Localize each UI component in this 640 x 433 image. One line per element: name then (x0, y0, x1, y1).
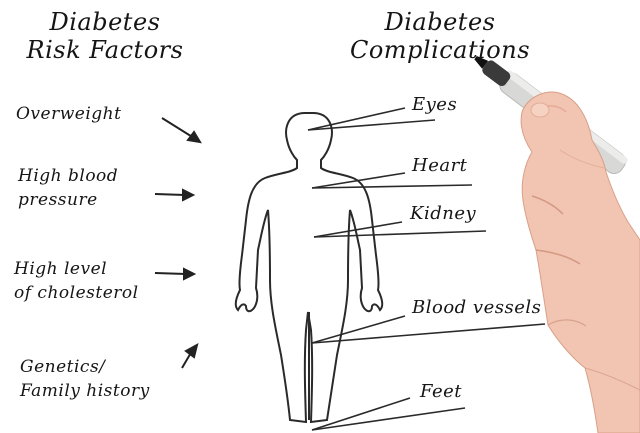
pointer-eyes (307, 107, 436, 131)
risk-factor-cholesterol: High level of cholesterol (14, 257, 139, 305)
pointer-feet (311, 397, 466, 431)
risk-factor-label: Genetics/ (20, 357, 106, 377)
risk-factor-label: pressure (18, 190, 98, 210)
pointer-heart (311, 172, 473, 189)
arrow-high-blood-pressure-icon (154, 188, 196, 202)
complication-kidney: Kidney (410, 203, 477, 224)
risk-factor-label: Overweight (16, 104, 122, 124)
complications-heading-line1: Diabetes (384, 8, 496, 36)
risk-factors-heading: Diabetes Risk Factors (10, 8, 200, 64)
arrow-cholesterol-icon (154, 267, 197, 281)
pointer-blood-vessels (311, 315, 546, 344)
risk-factor-overweight: Overweight (16, 102, 121, 126)
risk-factors-heading-line2: Risk Factors (26, 36, 184, 64)
complications-heading-line2: Complications (349, 36, 531, 64)
arrow-overweight-icon (161, 117, 202, 144)
complication-blood-vessels: Blood vessels (412, 297, 542, 318)
arrow-genetics-icon (181, 343, 199, 369)
risk-factor-label: High level (14, 259, 108, 279)
complication-feet: Feet (420, 381, 463, 402)
hand-with-marker-illustration (474, 55, 640, 433)
complication-heart: Heart (412, 155, 468, 176)
risk-factor-high-blood-pressure: High blood pressure (18, 164, 118, 212)
complication-eyes: Eyes (412, 94, 458, 115)
risk-factor-label: High blood (18, 166, 119, 186)
risk-factor-genetics: Genetics/ Family history (20, 355, 150, 403)
pointer-kidney (313, 221, 487, 238)
risk-factors-heading-line1: Diabetes (49, 8, 161, 36)
risk-factor-label: Family history (20, 381, 150, 401)
complications-heading: Diabetes Complications (330, 8, 550, 64)
risk-factor-label: of cholesterol (14, 283, 139, 303)
